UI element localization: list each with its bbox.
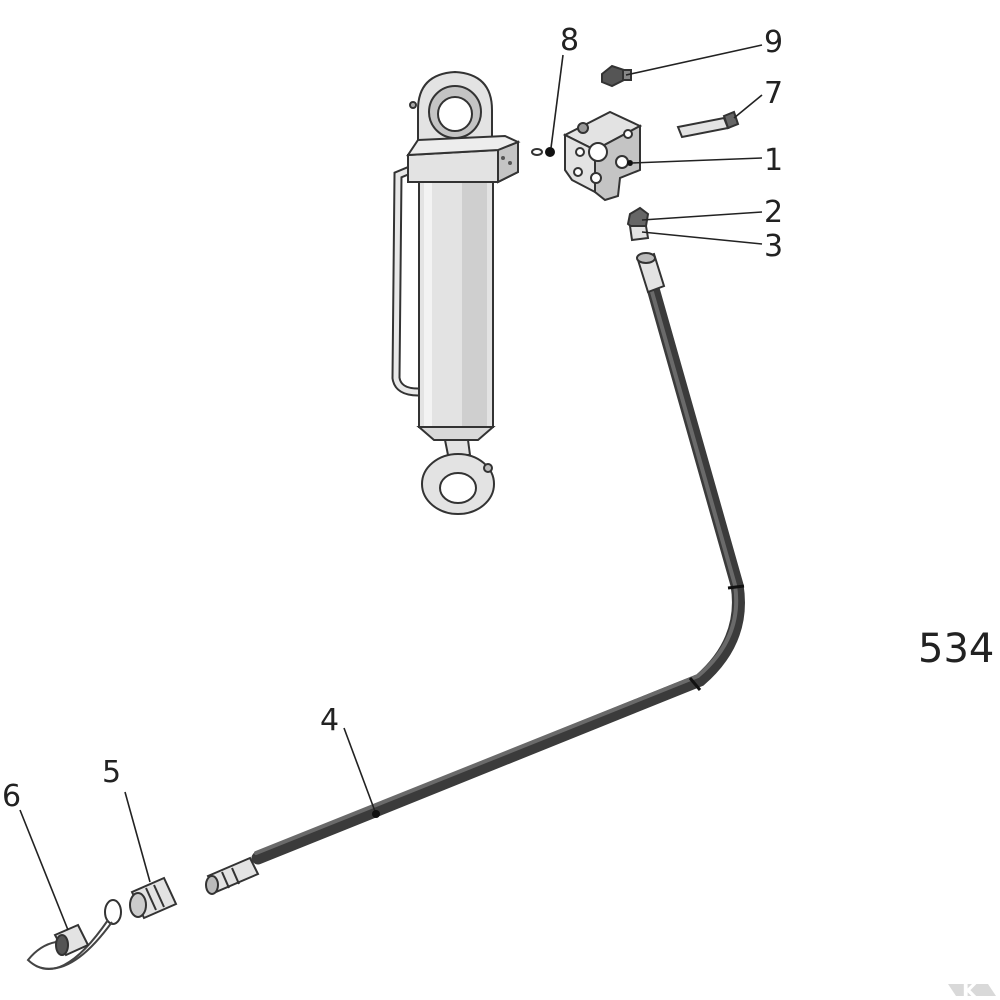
part-5-coupling bbox=[129, 876, 178, 920]
callout-1: 1 bbox=[764, 143, 783, 178]
brand-logo: K bbox=[948, 979, 996, 1000]
callout-leaders bbox=[19, 44, 763, 931]
part-2-3-adapter bbox=[626, 206, 650, 242]
part-4-hydraulic-hose bbox=[205, 252, 745, 895]
part-8-seal bbox=[531, 147, 555, 157]
callout-7: 7 bbox=[764, 76, 783, 111]
callout-labels: 8 9 7 1 2 3 4 5 6 bbox=[2, 23, 783, 814]
cylinder-bottom-eye bbox=[443, 439, 472, 456]
diagram-reference-number: 534 bbox=[918, 626, 994, 672]
svg-text:K: K bbox=[962, 979, 979, 1000]
callout-6: 6 bbox=[2, 779, 21, 814]
part-9-fitting bbox=[601, 64, 632, 88]
part-1-valve-block bbox=[562, 110, 643, 202]
callout-8: 8 bbox=[560, 23, 579, 58]
callout-5: 5 bbox=[102, 755, 121, 790]
hydraulic-cylinder bbox=[391, 70, 521, 515]
part-7-cartridge bbox=[676, 110, 740, 139]
callout-3: 3 bbox=[764, 229, 783, 264]
part-6-dust-cap bbox=[26, 899, 122, 970]
callout-4: 4 bbox=[320, 703, 339, 738]
callout-9: 9 bbox=[764, 25, 783, 60]
callout-2: 2 bbox=[764, 195, 783, 230]
